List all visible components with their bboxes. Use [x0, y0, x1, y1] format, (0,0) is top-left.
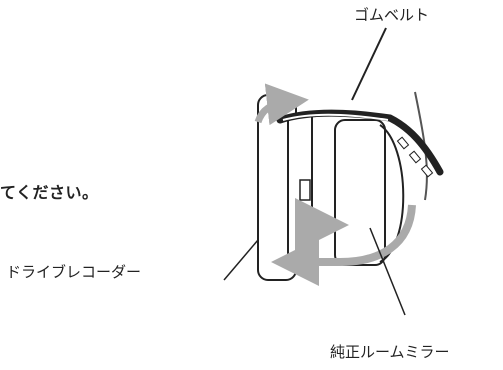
stock-mirror-body [334, 119, 386, 266]
belt-hole [408, 150, 422, 164]
instruction-text-fragment: てください。 [0, 183, 99, 202]
recorder-leader-line [223, 239, 259, 281]
belt-stretch-arrow [254, 83, 309, 126]
mirror-leader-line [369, 227, 406, 316]
label-rubber-belt: ゴムベルト [354, 6, 430, 24]
label-stock-mirror: 純正ルームミラー [330, 343, 450, 361]
wrap-around-arrow [271, 204, 416, 286]
belt-leader-line [351, 27, 387, 101]
label-drive-recorder: ドライブレコーダー [6, 263, 142, 281]
belt-hole [420, 164, 434, 178]
drive-recorder-connector [299, 179, 311, 201]
belt-hole [396, 136, 410, 150]
